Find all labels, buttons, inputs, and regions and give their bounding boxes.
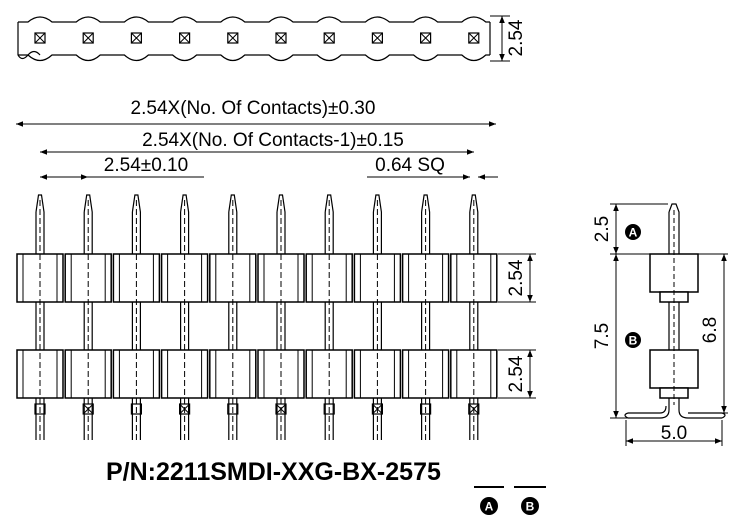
pin-middle	[372, 302, 382, 350]
pin-tip	[421, 194, 431, 254]
top-pin-square	[371, 32, 383, 44]
pin-middle	[276, 302, 286, 350]
top-pin-cross	[468, 32, 480, 44]
pin-middle	[228, 302, 238, 350]
side-dim-a-label: 2.5	[592, 216, 613, 242]
pin-tail	[35, 398, 45, 440]
top-pin-square	[179, 32, 191, 44]
top-pin-cross	[82, 32, 94, 44]
pin-tail	[228, 398, 238, 440]
top-pin-square	[275, 32, 287, 44]
side-foot-top	[628, 405, 722, 414]
top-view-outline	[18, 16, 490, 62]
side-pin-right	[668, 203, 722, 419]
dim-pin-square-label: 0.64 SQ	[375, 155, 445, 176]
dim-overall-label: 2.54X(No. Of Contacts)±0.30	[131, 98, 376, 119]
pin-tail-cross	[468, 403, 480, 415]
pin-middle	[421, 302, 431, 350]
pin-tip	[324, 194, 334, 254]
pin-tail-square	[227, 403, 239, 415]
top-pin-cross	[131, 32, 142, 44]
side-view: 2.5 7.5 A B 6.8 5.0	[592, 203, 728, 446]
top-pin-cross	[275, 32, 287, 44]
row-dim-upper-label: 2.54	[506, 259, 527, 296]
pin-tail-square	[82, 403, 94, 415]
top-pin-square	[34, 32, 46, 44]
pin-tail-square	[179, 403, 191, 415]
part-number-text: P/N:2211SMDI-XXG-BX-2575	[106, 458, 441, 486]
pin-tip	[180, 194, 190, 254]
top-view-scallop-bottom	[18, 54, 490, 62]
top-view-header-strip	[17, 22, 491, 60]
dim-pitch-total-label: 2.54X(No. Of Contacts-1)±0.15	[142, 130, 404, 151]
top-view: 2.54	[17, 15, 527, 62]
side-pin-left	[628, 212, 670, 419]
pin-middle	[35, 302, 45, 350]
pin-tail-square	[420, 403, 432, 415]
pin-tip	[372, 194, 382, 254]
pin-tail-square	[275, 403, 287, 415]
pin-tail-cross	[82, 403, 94, 415]
pin-tail-cross	[372, 403, 383, 415]
pin-tip	[131, 194, 141, 254]
top-pin-square	[323, 32, 335, 44]
top-pin-cross	[34, 32, 46, 44]
pin-tip	[469, 194, 479, 254]
pin-tail-square	[468, 403, 480, 415]
part-number-marker-b: B	[521, 497, 539, 515]
pin-tail	[324, 398, 334, 440]
pin-middle	[83, 302, 93, 350]
top-pin-square	[82, 32, 94, 44]
pin-middle	[324, 302, 334, 350]
part-number: P/N:2211SMDI-XXG-BX-2575 A B	[106, 458, 546, 515]
svg-text:A: A	[629, 226, 638, 240]
dim-pitch-label: 2.54±0.10	[104, 155, 188, 176]
part-number-field-a: 25	[385, 458, 413, 486]
pin-tail	[131, 398, 141, 440]
side-marker-b: B	[625, 332, 641, 348]
top-pin-cross	[179, 32, 190, 44]
side-foot-ends	[624, 412, 726, 419]
svg-text:A: A	[485, 500, 494, 514]
pin-tail-square	[371, 403, 383, 415]
svg-text:B: B	[629, 334, 638, 348]
top-pin-cross	[420, 32, 431, 44]
pin-tail	[421, 398, 431, 440]
svg-text:B: B	[526, 500, 535, 514]
top-pin-cross	[227, 32, 239, 44]
pin-tail-square	[130, 403, 142, 415]
front-view: 2.54X(No. Of Contacts)±0.30 2.54X(No. Of…	[16, 98, 536, 440]
front-view-body	[16, 253, 498, 399]
side-marker-a: A	[625, 224, 641, 240]
pin-tail-square	[323, 403, 335, 415]
pin-middle	[469, 302, 479, 350]
side-dim-foot-label: 5.0	[661, 423, 687, 444]
top-pitch-label: 2.54	[506, 19, 527, 56]
pin-tip	[35, 194, 45, 254]
top-pin-cross	[372, 32, 383, 44]
top-view-pins	[34, 32, 480, 44]
pin-tail-cross	[179, 403, 190, 415]
top-pin-square	[420, 32, 432, 44]
top-pin-cross	[323, 32, 335, 44]
top-view-scallop-top	[18, 16, 490, 23]
side-dim-height-label: 6.8	[700, 317, 721, 343]
part-number-field-b: 75	[413, 458, 441, 486]
pin-middle	[180, 302, 190, 350]
pin-middle	[131, 302, 141, 350]
top-pin-square	[130, 32, 142, 44]
front-view-pins	[34, 194, 480, 440]
side-dim-b-label: 7.5	[592, 323, 613, 349]
pin-tip	[83, 194, 93, 254]
top-pin-square	[227, 32, 239, 44]
part-number-prefix: P/N:2211SMDI-XXG-BX-	[106, 458, 385, 486]
row-dim-lower-label: 2.54	[506, 355, 527, 392]
pin-tail-square	[34, 403, 46, 415]
part-number-marker-a: A	[480, 497, 498, 515]
pin-tail-cross	[275, 403, 287, 415]
pin-tip	[228, 194, 238, 254]
pin-tip	[276, 194, 286, 254]
top-pin-square	[468, 32, 480, 44]
